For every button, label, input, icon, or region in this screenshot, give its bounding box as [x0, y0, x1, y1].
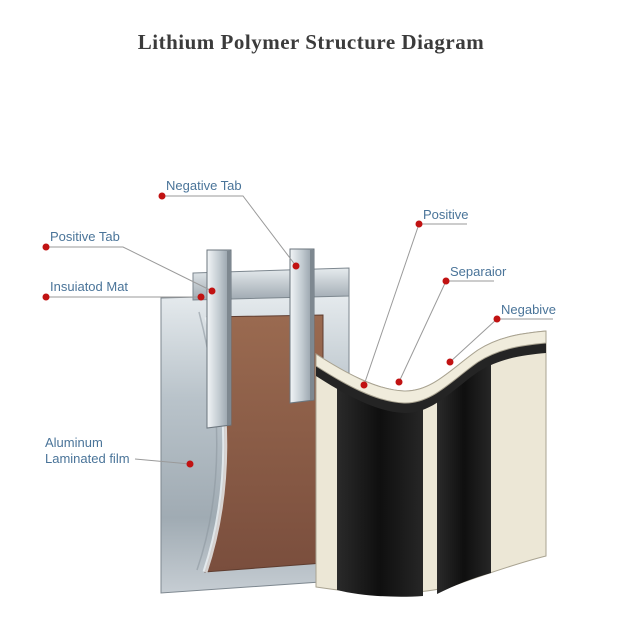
leader-aluminum-film	[134, 458, 191, 465]
label-positive: Positive	[423, 207, 469, 222]
part-labels: Negative Tab Positive Tab Insuiatod Mat …	[45, 178, 556, 466]
marker-dot	[186, 460, 194, 468]
marker-dot	[208, 287, 216, 295]
marker-dot	[292, 262, 300, 270]
marker-dot	[415, 220, 423, 228]
negative-layer	[337, 374, 423, 597]
label-negative: Negabive	[501, 302, 556, 317]
positive-layer	[437, 351, 491, 594]
marker-dot	[158, 192, 166, 200]
label-aluminum-line1: Aluminum	[45, 435, 103, 450]
marker-dot	[442, 277, 450, 285]
marker-dots	[42, 192, 501, 468]
page-title: Lithium Polymer Structure Diagram	[137, 30, 485, 54]
negative-tab-plate	[289, 248, 315, 404]
leader-positive-tab	[46, 246, 213, 292]
label-separator: Separaior	[450, 264, 507, 279]
leader-negative-tab	[162, 195, 297, 267]
marker-dot	[395, 378, 403, 386]
marker-dot	[42, 293, 50, 301]
marker-dot	[446, 358, 454, 366]
label-insulated-mat: Insuiatod Mat	[50, 279, 128, 294]
marker-dot	[493, 315, 501, 323]
marker-dot	[360, 381, 368, 389]
marker-dot	[42, 243, 50, 251]
separator-sheet	[315, 330, 547, 404]
label-positive-tab: Positive Tab	[50, 229, 120, 244]
positive-tab-plate	[206, 249, 232, 429]
label-negative-tab: Negative Tab	[166, 178, 242, 193]
marker-dot	[197, 293, 205, 301]
label-aluminum-line2: Laminated film	[45, 451, 130, 466]
